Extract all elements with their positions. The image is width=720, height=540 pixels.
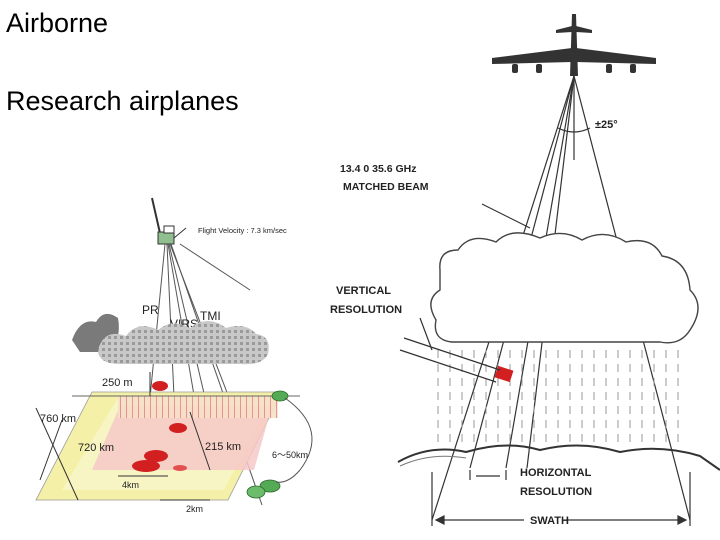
beam-pointer bbox=[481, 203, 531, 229]
footprint-tiny-label: 2km bbox=[186, 504, 203, 514]
beam-angle-label: ±25° bbox=[595, 119, 618, 131]
trmm-diagram: Flight Velocity : 7.3 km/sec PR VIRS TMI bbox=[35, 197, 313, 514]
tmi-footprints bbox=[246, 390, 313, 499]
vertical-resolution-marker bbox=[399, 317, 501, 383]
ground-swath bbox=[35, 391, 300, 501]
horizontal-resolution-line1: HORIZONTAL bbox=[520, 467, 592, 479]
horizontal-resolution-marker bbox=[469, 470, 507, 480]
swath-label: SWATH bbox=[530, 515, 569, 527]
airplane-icon bbox=[492, 14, 656, 76]
matched-beam-label: MATCHED BEAM bbox=[343, 181, 429, 193]
swath-pr-label: 215 km bbox=[205, 441, 241, 453]
ground-surface bbox=[397, 444, 720, 471]
swath-inner-label: 720 km bbox=[78, 442, 114, 454]
dimension-lines bbox=[35, 372, 211, 501]
vertical-resolution-line2: RESOLUTION bbox=[330, 304, 402, 316]
cloud-layer bbox=[72, 313, 269, 365]
horizontal-resolution-line2: RESOLUTION bbox=[520, 486, 592, 498]
vertical-resolution-line1: VERTICAL bbox=[336, 285, 391, 297]
rain-cells bbox=[132, 381, 187, 472]
swath-dimension bbox=[431, 472, 691, 526]
cloud-shape bbox=[430, 232, 699, 344]
footprint-small-label: 4km bbox=[122, 480, 139, 490]
beam-frequency-label: 13.4 0 35.6 GHz bbox=[340, 163, 416, 175]
airborne-radar-diagram: ±25° 13.4 0 35.6 GHz MATCHED BEAM VERTIC… bbox=[330, 14, 720, 527]
swath-outer-label: 760 km bbox=[40, 413, 76, 425]
flight-velocity-label: Flight Velocity : 7.3 km/sec bbox=[198, 226, 287, 235]
slide-subheading: Research airplanes bbox=[6, 86, 239, 116]
instrument-tmi-label: TMI bbox=[200, 309, 221, 323]
footprint-range-label: 6〜50km bbox=[272, 450, 308, 460]
satellite-icon bbox=[151, 197, 187, 245]
rain-field bbox=[436, 344, 688, 448]
instrument-pr-label: PR bbox=[142, 303, 159, 317]
slide-heading: Airborne bbox=[6, 8, 109, 38]
height-label: 250 m bbox=[102, 377, 133, 389]
